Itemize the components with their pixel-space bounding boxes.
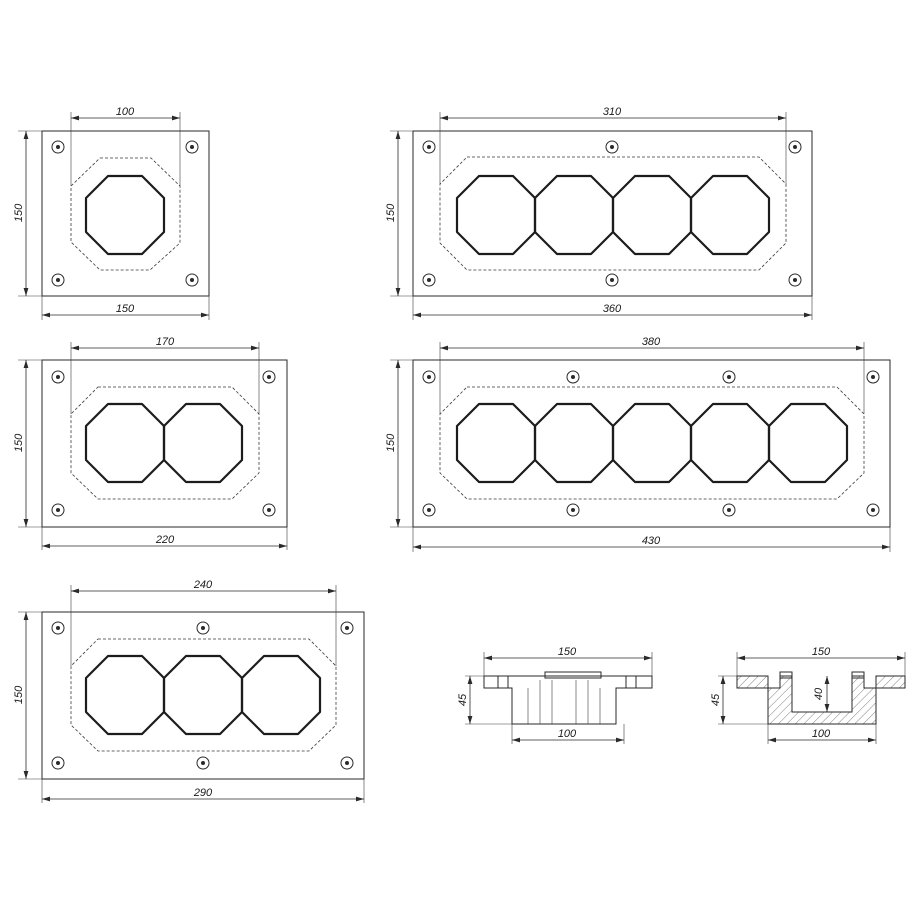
screw-hole	[51, 273, 65, 287]
recess-outline	[70, 638, 337, 752]
plate-outline	[412, 359, 891, 528]
screw-hole	[51, 621, 65, 635]
plate-3-gang: 290 240 150	[13, 579, 365, 803]
side-view-body	[483, 675, 653, 725]
plate-1-gang: 150 100 150	[13, 106, 210, 320]
bottom-width-dimension: 100	[812, 728, 831, 740]
screw-hole	[422, 370, 436, 384]
top-width-dimension: 150	[558, 646, 577, 658]
plate-outline	[41, 611, 365, 780]
screw-hole	[866, 370, 880, 384]
screw-hole	[788, 273, 802, 287]
socket-cutout	[689, 174, 771, 256]
height-dimension: 45	[710, 693, 722, 706]
side-view: 150 100 45	[457, 646, 653, 744]
screw-hole	[422, 140, 436, 154]
width-dimension: 360	[603, 303, 622, 315]
screw-hole	[196, 621, 210, 635]
screw-hole	[422, 503, 436, 517]
recess-outline	[439, 156, 787, 271]
socket-cutout	[162, 402, 244, 484]
recess-outline	[439, 386, 865, 500]
plate-outline	[41, 359, 288, 528]
screw-hole	[340, 621, 354, 635]
height-dimension: 150	[13, 685, 25, 704]
socket-cutout	[611, 174, 693, 256]
plate-5-gang: 430 380 150	[385, 336, 891, 552]
socket-cutout	[240, 654, 322, 736]
screw-hole	[51, 370, 65, 384]
height-dimension: 150	[13, 203, 25, 222]
height-dimension: 150	[13, 433, 25, 452]
screw-hole	[262, 370, 276, 384]
screw-hole	[51, 503, 65, 517]
plate-outline	[412, 130, 813, 297]
width-dimension: 220	[155, 534, 175, 546]
cutout-dimension: 100	[116, 106, 135, 118]
section-body	[736, 675, 906, 725]
screw-hole	[722, 370, 736, 384]
screw-hole	[722, 503, 736, 517]
socket-cutout	[84, 174, 166, 256]
screw-hole	[605, 140, 619, 154]
screw-hole	[605, 273, 619, 287]
screw-hole	[422, 273, 436, 287]
screw-hole	[340, 756, 354, 770]
section-view: 150 100 45 40	[710, 646, 906, 744]
socket-cutout	[84, 402, 166, 484]
top-width-dimension: 150	[812, 646, 831, 658]
screw-hole	[866, 503, 880, 517]
cutout-dimension: 240	[193, 579, 213, 591]
socket-cutout	[689, 402, 771, 484]
bottom-width-dimension: 100	[558, 728, 577, 740]
height-dimension: 45	[457, 693, 469, 706]
socket-cutout	[84, 654, 166, 736]
screw-hole	[566, 370, 580, 384]
height-dimension: 150	[385, 203, 397, 222]
plate-4-gang: 360 310 150	[385, 106, 813, 320]
socket-cutout	[611, 402, 693, 484]
screw-hole	[185, 273, 199, 287]
depth-dimension: 40	[813, 687, 825, 700]
socket-cutout	[455, 402, 537, 484]
cutout-dimension: 310	[603, 106, 622, 118]
socket-cutout	[455, 174, 537, 256]
plate-outline	[41, 130, 210, 297]
height-dimension: 150	[385, 433, 397, 452]
recess-outline	[70, 386, 260, 500]
socket-cutout	[533, 174, 615, 256]
plate-2-gang: 220 170 150	[13, 336, 288, 550]
socket-cutout	[162, 654, 244, 736]
recess-outline	[70, 157, 181, 271]
socket-cutout	[533, 402, 615, 484]
screw-hole	[566, 503, 580, 517]
screw-hole	[196, 756, 210, 770]
cutout-dimension: 380	[642, 336, 661, 348]
screw-hole	[262, 503, 276, 517]
socket-cutout	[767, 402, 849, 484]
screw-hole	[51, 140, 65, 154]
screw-hole	[185, 140, 199, 154]
width-dimension: 150	[116, 303, 135, 315]
width-dimension: 290	[193, 787, 213, 799]
screw-hole	[51, 756, 65, 770]
screw-hole	[788, 140, 802, 154]
width-dimension: 430	[642, 535, 661, 547]
cutout-dimension: 170	[156, 336, 175, 348]
